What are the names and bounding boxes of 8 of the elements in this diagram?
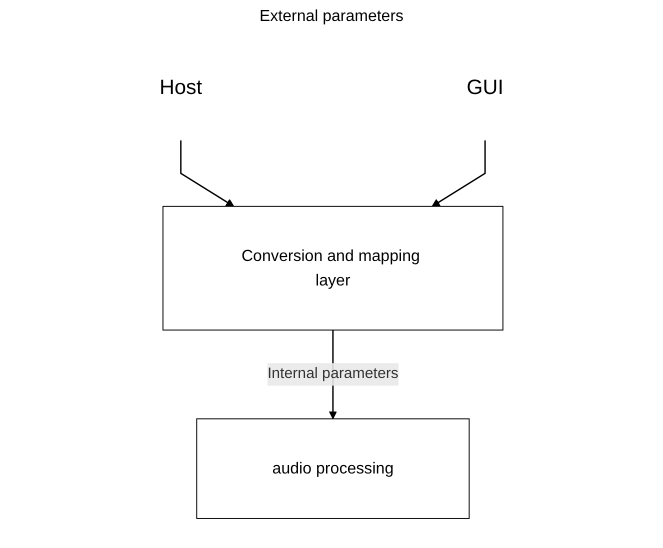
edge-label: Internal parameters xyxy=(267,366,398,382)
node-text: Host xyxy=(159,75,202,99)
arrow xyxy=(180,140,234,207)
node-text: GUI xyxy=(466,75,504,99)
node-box: Conversion and mapping layer xyxy=(162,206,504,331)
node-box: audio processing xyxy=(196,418,470,519)
arrow xyxy=(432,140,486,207)
label-text: External parameters xyxy=(259,8,404,26)
